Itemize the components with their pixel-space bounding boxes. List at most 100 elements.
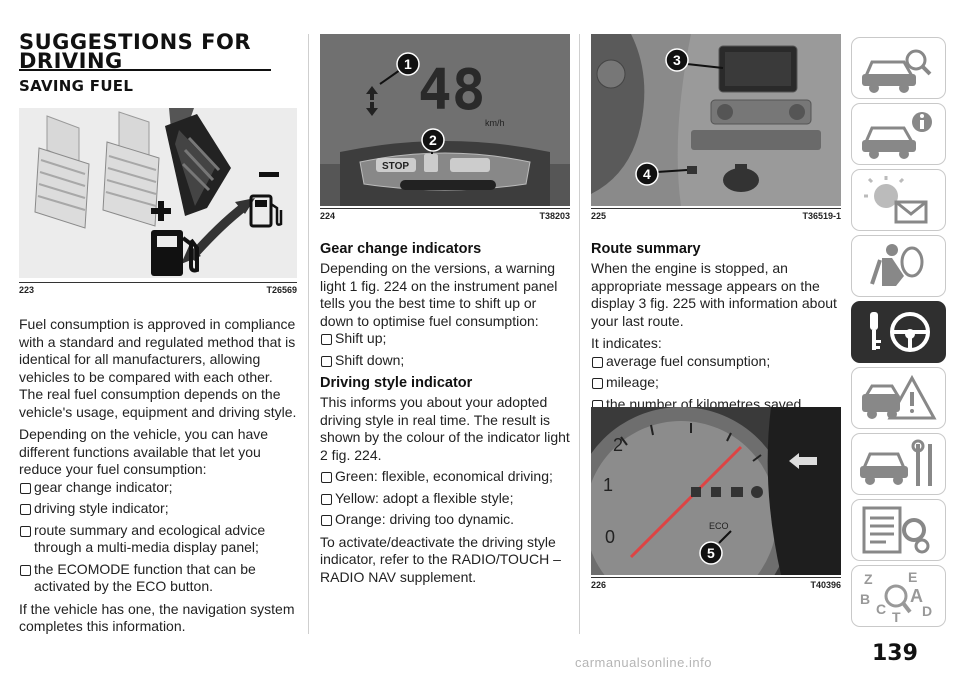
warning-icons-row xyxy=(691,486,763,498)
check-icon xyxy=(592,356,603,368)
tab-safety-lights[interactable] xyxy=(851,169,946,231)
arrow-left-icon xyxy=(789,453,817,469)
key-steering-wheel-icon xyxy=(870,312,930,352)
figure-number: 226 xyxy=(591,580,607,590)
callout-2 xyxy=(421,128,445,152)
speed-unit: km/h xyxy=(485,118,505,128)
svg-text:2: 2 xyxy=(429,132,437,148)
figure-number: 224 xyxy=(320,211,336,221)
tab-safety[interactable] xyxy=(851,235,946,297)
paragraph: It indicates: xyxy=(591,335,662,351)
svg-text:A: A xyxy=(910,586,923,606)
accelerator-pedal xyxy=(165,108,231,216)
car-search-icon xyxy=(862,49,932,93)
driving-style-bar xyxy=(400,180,496,190)
clutch-pedal xyxy=(34,115,90,229)
list-item: Shift down; xyxy=(320,352,570,370)
figure-226-caption: 226 T40396 xyxy=(591,577,841,590)
paragraph: Depending on the versions, a warning lig… xyxy=(320,260,558,329)
check-icon xyxy=(321,334,332,345)
tab-getting-to-know-car[interactable] xyxy=(851,37,946,99)
plus-icon xyxy=(151,201,171,221)
svg-text:B: B xyxy=(860,591,870,607)
callout-5 xyxy=(699,541,723,565)
stop-indicator xyxy=(376,158,416,172)
col3-text: Route summary When the engine is stopped… xyxy=(591,241,841,413)
figure-code: T26569 xyxy=(266,285,297,295)
speed-readout: 48 xyxy=(418,58,485,123)
check-icon xyxy=(20,482,31,494)
minus-icon xyxy=(259,172,279,177)
list-item: average fuel consumption; xyxy=(591,353,841,371)
technical-list-icon xyxy=(862,506,930,554)
svg-text:5: 5 xyxy=(707,545,715,561)
list-item: the ECOMODE function that can be activat… xyxy=(19,561,297,596)
brake-pedal xyxy=(102,111,160,227)
figure-223-caption: 223 T26569 xyxy=(19,282,297,295)
section-heading-saving-fuel: SAVING FUEL xyxy=(19,77,134,95)
fuel-pump-small-icon xyxy=(249,194,283,228)
alphabetical-index-icon: Z E B A C D T xyxy=(860,569,932,625)
tab-servicing-and-care[interactable] xyxy=(851,433,946,495)
callout-4 xyxy=(635,162,659,186)
gauge-needle xyxy=(629,445,743,559)
figure-code: T40396 xyxy=(810,580,841,590)
check-icon xyxy=(20,525,31,537)
car-info-icon xyxy=(862,112,932,159)
svg-text:2: 2 xyxy=(613,435,623,455)
pedals-illustration xyxy=(19,108,297,278)
figure-number: 225 xyxy=(591,211,607,221)
paragraph: To activate/deactivate the driving style… xyxy=(320,533,561,585)
svg-text:4: 4 xyxy=(643,166,651,182)
svg-text:T: T xyxy=(892,609,901,625)
list-item: driving style indicator; xyxy=(19,500,297,518)
check-icon xyxy=(592,378,603,389)
figure-number: 223 xyxy=(19,285,35,295)
list-item: Yellow: adopt a flexible style; xyxy=(320,490,570,508)
list-item: route summary and ecological advice thro… xyxy=(19,522,297,557)
figure-223-pedals xyxy=(19,108,297,278)
check-icon xyxy=(321,472,332,483)
tab-technical-specifications[interactable] xyxy=(851,499,946,561)
paragraph: Fuel consumption is approved in complian… xyxy=(19,316,297,420)
figure-code: T38203 xyxy=(539,211,570,221)
page-title: SUGGESTIONS FOR DRIVING xyxy=(19,30,251,73)
check-icon xyxy=(321,515,332,526)
wrench-icon xyxy=(450,158,490,172)
figure-225-dashboard: 3 4 xyxy=(591,34,841,206)
watermark: carmanualsonline.info xyxy=(575,655,712,670)
heading-gear-change-indicators: Gear change indicators xyxy=(320,241,482,257)
check-icon xyxy=(20,564,31,576)
paragraph: If the vehicle has one, the navigation s… xyxy=(19,600,295,635)
fuel-pump-large-icon xyxy=(151,230,199,276)
dashboard-illustration: 3 4 xyxy=(591,34,841,206)
svg-text:D: D xyxy=(922,603,932,619)
gear-shift-indicator-icon xyxy=(366,86,378,116)
eco-button xyxy=(687,166,697,174)
col1-text: Fuel consumption is approved in complian… xyxy=(19,316,297,636)
column-divider xyxy=(579,34,580,634)
paragraph: This informs you about your adopted driv… xyxy=(320,394,570,463)
check-icon xyxy=(20,504,31,515)
airbag-seat-icon xyxy=(870,244,924,286)
callout-1 xyxy=(396,52,420,76)
svg-text:1: 1 xyxy=(603,475,613,495)
title-rule xyxy=(19,69,271,71)
paragraph: When the engine is stopped, an appropria… xyxy=(591,260,837,329)
warning-light-icon xyxy=(864,176,928,224)
tab-index[interactable]: Z E B A C D T xyxy=(851,565,946,627)
check-icon xyxy=(321,493,332,505)
list-item: gear change indicator; xyxy=(19,479,297,497)
driving-style-indicator-icon xyxy=(424,154,438,172)
tab-starting-and-driving[interactable] xyxy=(851,301,946,363)
figure-224-caption: 224 T38203 xyxy=(320,208,570,221)
svg-text:3: 3 xyxy=(673,52,681,68)
tab-in-an-emergency[interactable] xyxy=(851,367,946,429)
list-item: Green: flexible, economical driving; xyxy=(320,468,570,486)
tab-knowing-instrument-panel[interactable] xyxy=(851,103,946,165)
figure-226-eco-gauge: 2 1 0 ECO 5 xyxy=(591,407,841,575)
page-number: 139 xyxy=(872,641,918,666)
svg-text:STOP: STOP xyxy=(382,161,409,172)
car-tools-icon xyxy=(860,439,932,486)
svg-text:Z: Z xyxy=(864,571,873,587)
